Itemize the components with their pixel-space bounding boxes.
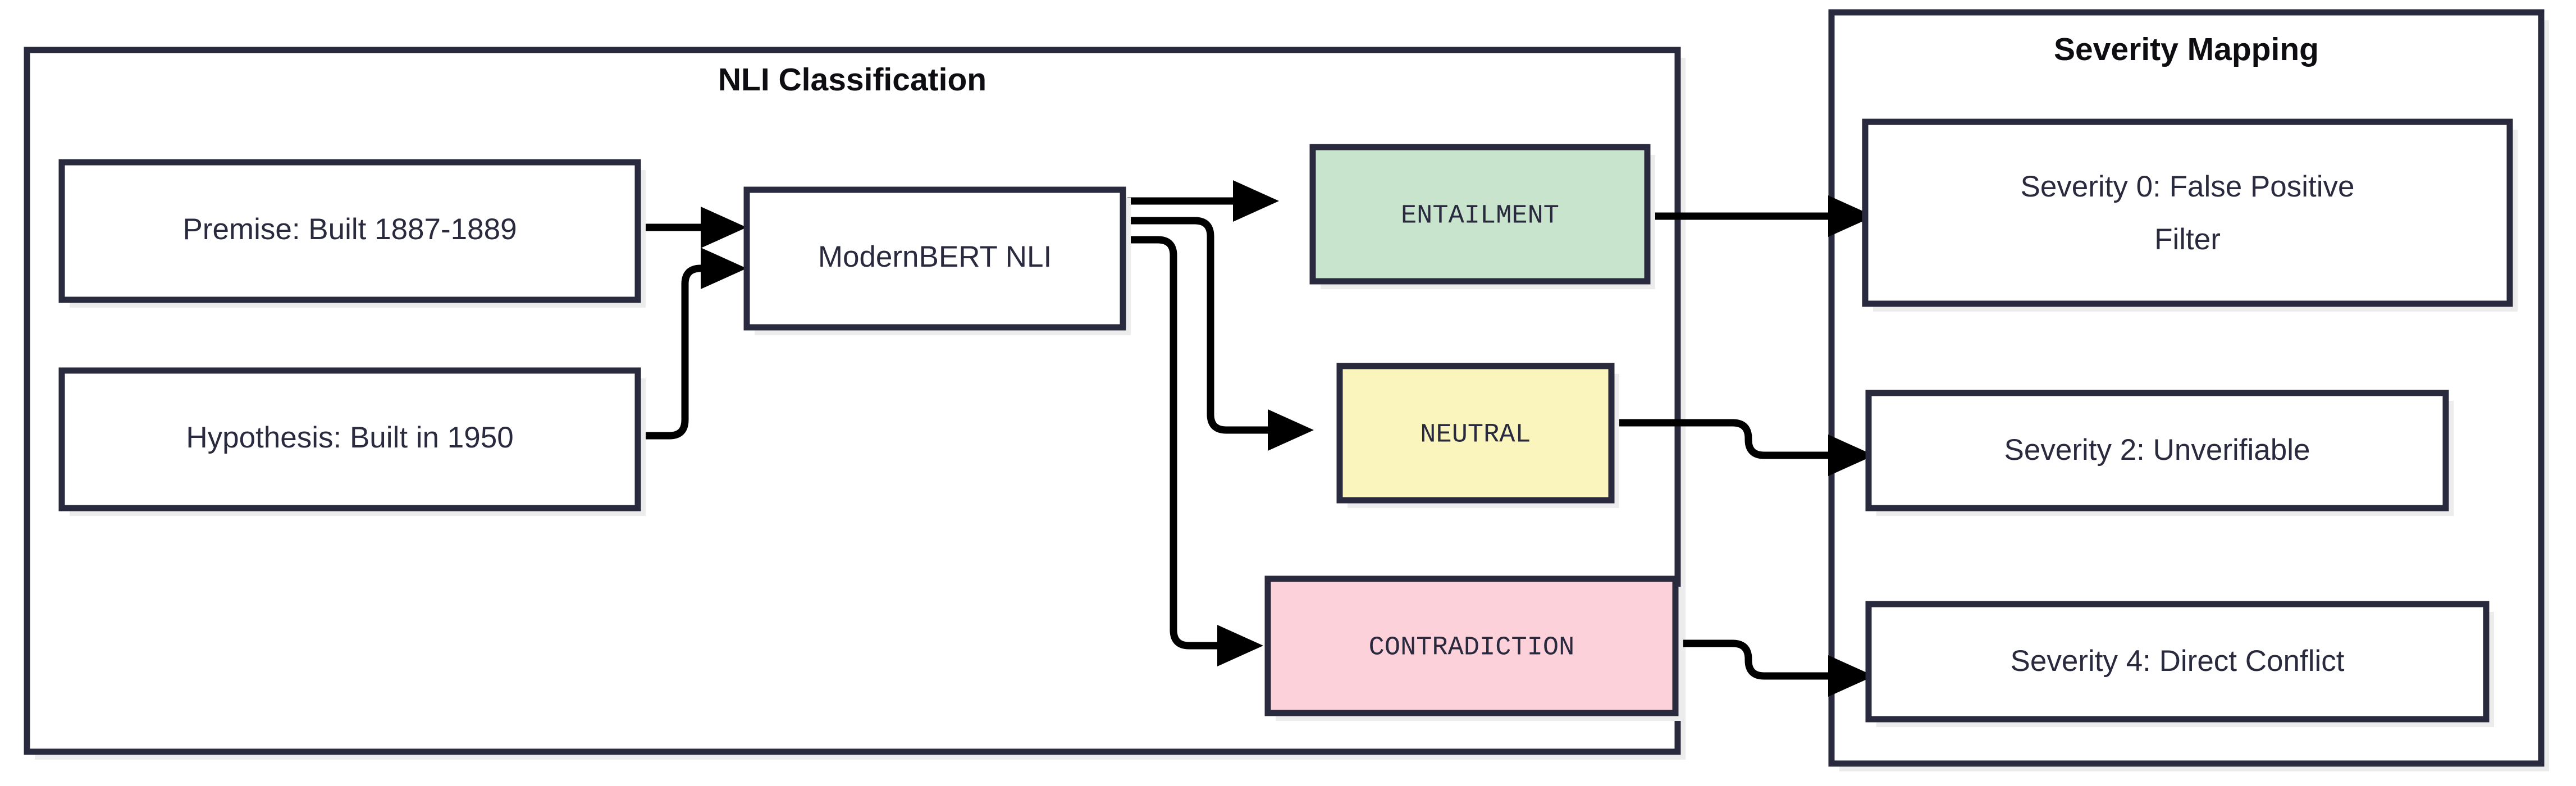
node-severity-4[interactable]: Severity 4: Direct Conflict (1865, 601, 2494, 727)
subgraph-nli-title: NLI Classification (718, 62, 986, 98)
arrowhead-icon (1233, 180, 1279, 222)
node-entailment-label: ENTAILMENT (1401, 201, 1559, 231)
node-modernbert-nli[interactable]: ModernBERT NLI (743, 186, 1131, 335)
edge-model-to-neutral (1127, 217, 1314, 451)
node-neutral-box[interactable] (1336, 363, 1615, 504)
node-severity-0-label-line1: Severity 0: False Positive (2020, 170, 2354, 203)
arrowhead-icon (701, 248, 747, 289)
edge-neutral-to-severity2 (1619, 419, 1874, 476)
node-hypothesis-box[interactable] (58, 367, 641, 511)
node-neutral-label: NEUTRAL (1420, 420, 1531, 450)
node-premise[interactable]: Premise: Built 1887-1889 (58, 159, 646, 308)
node-hypothesis-label: Hypothesis: Built in 1950 (186, 421, 513, 454)
edge-premise-to-model (645, 207, 747, 248)
node-severity-4-label: Severity 4: Direct Conflict (2011, 645, 2345, 678)
node-modernbert-label: ModernBERT NLI (818, 240, 1052, 273)
node-contradiction-label: CONTRADICTION (1369, 633, 1575, 662)
node-severity-2-label: Severity 2: Unverifiable (2004, 433, 2310, 467)
edge-model-to-entailment (1127, 180, 1279, 222)
node-severity-4-box[interactable] (1865, 601, 2490, 723)
arrowhead-icon (1828, 195, 1874, 237)
edge-model-to-contradiction (1127, 236, 1263, 666)
node-severity-0-box[interactable] (1862, 118, 2513, 307)
edge-contradiction-to-severity4 (1661, 639, 1874, 697)
node-entailment-box[interactable] (1309, 144, 1651, 285)
node-entailment[interactable]: ENTAILMENT (1309, 144, 1655, 289)
node-severity-2[interactable]: Severity 2: Unverifiable (1865, 390, 2454, 516)
arrowhead-icon (1268, 409, 1314, 451)
arrowhead-icon (1217, 625, 1263, 666)
node-neutral[interactable]: NEUTRAL (1336, 363, 1619, 508)
subgraph-severity-title: Severity Mapping (2054, 31, 2319, 67)
node-contradiction[interactable]: CONTRADICTION (1264, 575, 1683, 721)
edge-layer (645, 180, 1874, 697)
arrowhead-icon (701, 207, 747, 248)
node-contradiction-box[interactable] (1264, 575, 1679, 716)
node-premise-label: Premise: Built 1887-1889 (182, 213, 517, 246)
node-modernbert-box[interactable] (743, 186, 1126, 331)
arrowhead-icon (1828, 435, 1874, 476)
arrowhead-icon (1828, 655, 1874, 697)
node-severity-0-label-line2: Filter (2154, 223, 2221, 256)
edge-hypothesis-to-model (645, 248, 747, 440)
node-severity-0[interactable]: Severity 0: False Positive Filter (1862, 118, 2518, 312)
node-premise-box[interactable] (58, 159, 641, 303)
node-hypothesis[interactable]: Hypothesis: Built in 1950 (58, 367, 646, 516)
node-severity-2-box[interactable] (1865, 390, 2449, 511)
